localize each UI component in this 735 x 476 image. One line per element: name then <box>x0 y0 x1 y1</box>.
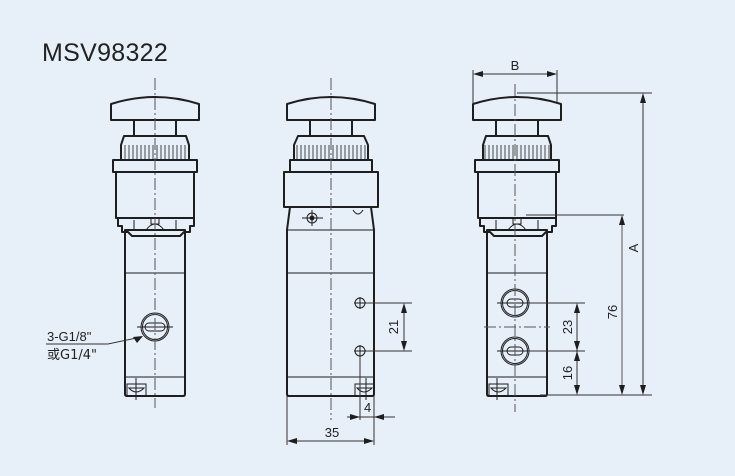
dim-23: 23 <box>560 320 575 334</box>
port-callout-line1: 3-G1/8" <box>47 329 92 344</box>
dim-A: A <box>626 243 641 252</box>
front-view <box>283 78 412 445</box>
dim-35: 35 <box>325 425 339 440</box>
dim-4: 4 <box>364 400 371 415</box>
left-view <box>46 78 200 408</box>
dim-B: B <box>511 58 520 73</box>
model-title: MSV98322 <box>42 39 169 67</box>
right-view <box>472 70 652 412</box>
dim-76: 76 <box>605 305 620 319</box>
port-callout-line2: 或G1/4" <box>47 348 97 363</box>
dim-16: 16 <box>560 366 575 380</box>
dim-21: 21 <box>386 320 401 334</box>
